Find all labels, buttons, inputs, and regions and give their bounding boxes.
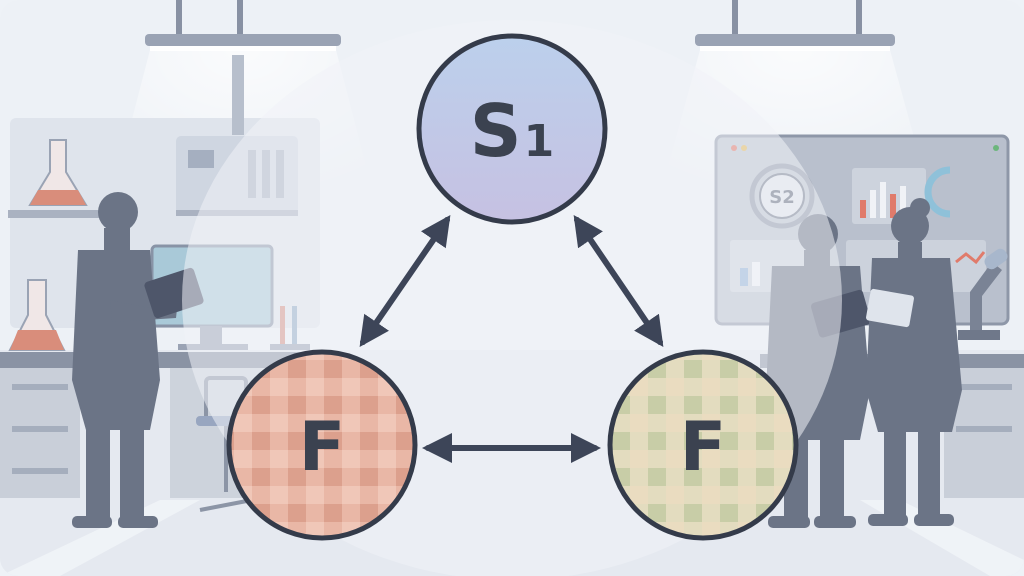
node-right-label: F <box>680 408 726 487</box>
node-right-circle <box>607 349 799 541</box>
scientist-left <box>72 192 204 528</box>
edge-top-right-arrow <box>573 215 664 347</box>
node-left-label: F <box>299 408 345 487</box>
svg-text:S1: S1 <box>470 89 554 173</box>
node-top-label: S <box>470 89 522 173</box>
node-right: F <box>607 349 799 541</box>
node-top-circle <box>416 33 608 225</box>
node-top: S1 <box>416 33 608 225</box>
edge-top-left-arrow <box>359 215 451 347</box>
diagram-edges <box>359 215 664 463</box>
node-left: F <box>226 349 418 541</box>
node-left-circle <box>226 349 418 541</box>
node-top-subscript: 1 <box>524 116 555 167</box>
scientist-right-2 <box>866 198 962 526</box>
